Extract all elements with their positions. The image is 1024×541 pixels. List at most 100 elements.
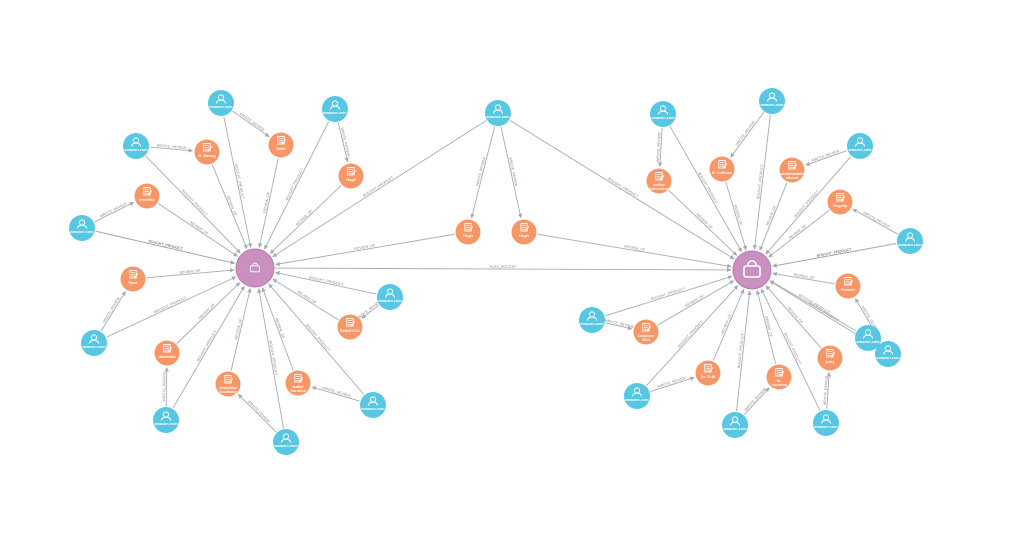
edge-line[interactable]: [275, 233, 455, 267]
user-node-circle[interactable]: [855, 325, 881, 351]
relationship-edge[interactable]: WROTE_REVIEW: [311, 386, 360, 402]
user-node[interactable]: amazon.com: [624, 383, 650, 409]
user-node-circle[interactable]: [624, 383, 650, 409]
review-node[interactable]: G. Strong: [194, 139, 220, 165]
user-node[interactable]: amazon.com: [273, 429, 299, 455]
user-node-circle[interactable]: [123, 133, 149, 159]
edge-line[interactable]: [725, 181, 748, 251]
relationship-edge[interactable]: REVIEW_OF: [537, 233, 732, 269]
review-node-circle[interactable]: [154, 340, 180, 366]
edge-line[interactable]: [149, 146, 193, 153]
relationship-edge[interactable]: BOUGHT_PRODUCT: [95, 230, 235, 265]
relationship-edge[interactable]: REVIEW_OF: [275, 233, 455, 267]
relationship-edge[interactable]: BOUGHT_PRODUCT: [736, 290, 752, 412]
edge-line[interactable]: [275, 271, 377, 295]
review-node-circle[interactable]: [695, 360, 721, 386]
edge-line[interactable]: [826, 372, 832, 410]
review-node[interactable]: Dr. ELM: [695, 360, 721, 386]
relationship-edge[interactable]: REVIEW_OF: [261, 287, 294, 371]
user-node[interactable]: amazon.com: [208, 90, 234, 116]
edge-line[interactable]: [264, 121, 330, 250]
relationship-edge[interactable]: BOUGHT_PRODUCT: [272, 120, 487, 258]
review-node[interactable]: M.Leporina: [766, 364, 792, 390]
edge-line[interactable]: [668, 190, 738, 256]
user-node-circle[interactable]: [722, 412, 748, 438]
user-node-circle[interactable]: [847, 133, 873, 159]
user-node[interactable]: amazon.com: [322, 96, 348, 122]
edge-line[interactable]: [176, 282, 241, 344]
edge-line[interactable]: [211, 164, 248, 250]
user-node[interactable]: amazon.com: [847, 133, 873, 159]
edge-line[interactable]: [269, 185, 342, 254]
edge-line[interactable]: [230, 288, 252, 371]
user-node[interactable]: amazon.com: [897, 228, 923, 254]
review-node-circle[interactable]: [268, 132, 294, 158]
user-node-circle[interactable]: [153, 407, 179, 433]
relationship-edge[interactable]: REVIEW_OF: [230, 288, 252, 371]
user-node-circle[interactable]: [650, 101, 676, 127]
edge-line[interactable]: [769, 280, 857, 332]
edge-line[interactable]: [261, 287, 294, 371]
review-node-circle[interactable]: [766, 364, 792, 390]
relationship-edge[interactable]: WROTE_REVIEW: [500, 126, 523, 219]
edge-line[interactable]: [311, 386, 360, 402]
edge-line[interactable]: [164, 367, 169, 407]
relationship-edge[interactable]: WROTE_REVIEW: [744, 387, 770, 415]
user-node-circle[interactable]: [273, 429, 299, 455]
review-node[interactable]: Hugh: [511, 219, 537, 245]
edge-line[interactable]: [650, 376, 695, 393]
edge-line[interactable]: [500, 126, 523, 219]
product-node-circle[interactable]: [235, 248, 275, 288]
edge-line[interactable]: [94, 202, 135, 223]
user-node[interactable]: amazon.com: [69, 215, 95, 241]
user-node[interactable]: amazon.com: [875, 341, 901, 367]
user-node[interactable]: amazon.com: [81, 330, 107, 356]
relationship-edge[interactable]: BOUGHT_PRODUCT: [752, 114, 771, 250]
review-node-circle[interactable]: [285, 370, 311, 396]
review-node-circle[interactable]: [633, 319, 659, 345]
review-node-circle[interactable]: [817, 345, 843, 371]
relationship-edge[interactable]: BOUGHT_PRODUCT: [509, 119, 735, 260]
review-node-circle[interactable]: [194, 139, 220, 165]
user-node[interactable]: amazon.com: [153, 407, 179, 433]
user-node[interactable]: amazon.com: [759, 88, 785, 114]
edge-line[interactable]: [765, 156, 852, 255]
review-node-circle[interactable]: [511, 219, 537, 245]
edge-line[interactable]: [646, 285, 739, 386]
edge-line[interactable]: [272, 278, 339, 321]
review-node[interactable]: Rebiel7331: [337, 314, 363, 340]
relationship-edge[interactable]: REVIEW_OF: [257, 158, 279, 248]
user-node-circle[interactable]: [69, 215, 95, 241]
edge-line[interactable]: [274, 267, 732, 273]
relationship-edge[interactable]: WROTE_REVIEW: [237, 393, 277, 433]
edge-line[interactable]: [509, 119, 735, 260]
edge-line[interactable]: [232, 110, 270, 138]
relationship-edge[interactable]: REVIEW_OF: [176, 282, 241, 344]
review-node[interactable]: Hugh: [455, 219, 481, 245]
edge-line[interactable]: [537, 233, 732, 269]
relationship-edge[interactable]: WROTE_REVIEW: [100, 290, 126, 332]
review-node[interactable]: treex916: [134, 183, 160, 209]
review-node-circle[interactable]: [646, 168, 672, 194]
review-node[interactable]: jerky: [817, 345, 843, 371]
edge-line[interactable]: [100, 290, 126, 332]
review-node-circle[interactable]: [338, 163, 364, 189]
edge-line[interactable]: [223, 116, 253, 248]
edge-line[interactable]: [157, 203, 238, 257]
relationship-edge[interactable]: BOUGHT_PRODUCT: [223, 116, 253, 248]
review-node[interactable]: Hugh: [338, 163, 364, 189]
edge-line[interactable]: [759, 182, 788, 251]
relationship-edge[interactable]: WROTE_REVIEW: [604, 319, 635, 331]
edge-line[interactable]: [145, 155, 241, 254]
user-node[interactable]: amazon.com: [485, 100, 511, 126]
review-node[interactable]: Phoenix: [835, 273, 861, 299]
relationship-edge[interactable]: ALSO_BOUGHT: [274, 265, 732, 273]
relationship-edge[interactable]: WROTE_REVIEW: [852, 208, 898, 235]
user-node-circle[interactable]: [377, 284, 403, 310]
relationship-edge[interactable]: WROTE_REVIEW: [650, 376, 695, 393]
relationship-edge[interactable]: BOUGHT_PRODUCT: [257, 288, 284, 429]
edge-line[interactable]: [736, 290, 752, 412]
